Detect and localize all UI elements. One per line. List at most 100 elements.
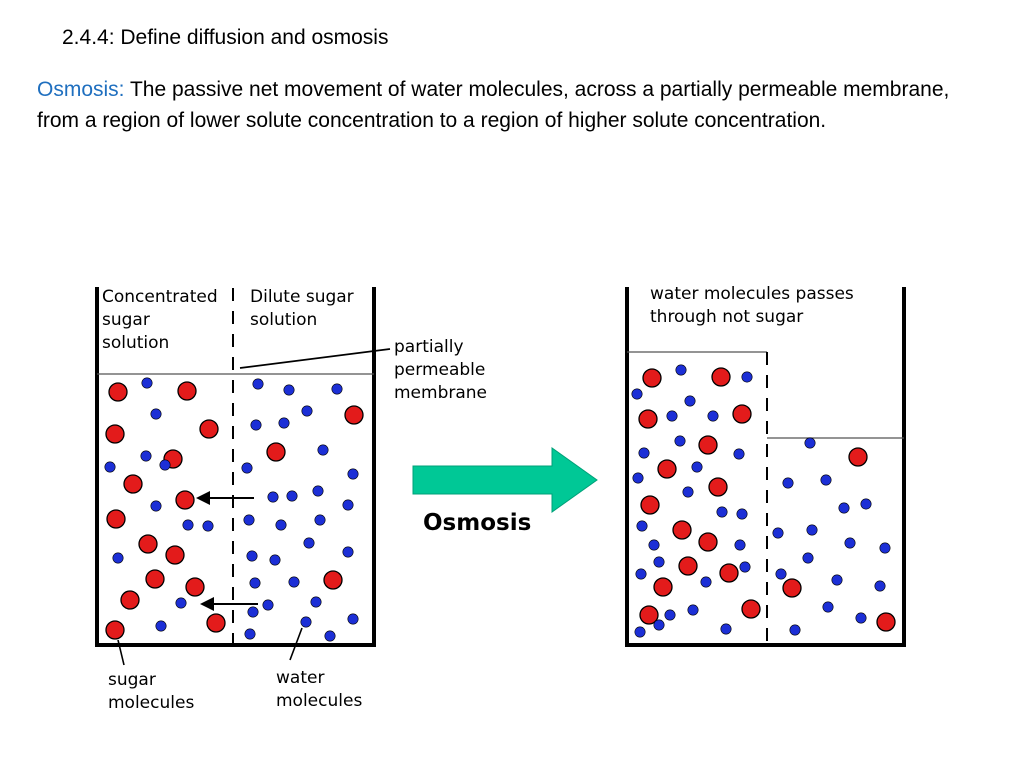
water-molecules-label: water molecules (276, 668, 362, 711)
water-molecule (802, 552, 814, 564)
sugar-molecule (206, 613, 226, 633)
water-molecule (682, 486, 694, 498)
right-molecules (631, 364, 896, 638)
water-molecule (303, 537, 315, 549)
water-molecule (141, 377, 153, 389)
sugar-molecule (642, 368, 662, 388)
left-beaker: Concentrated sugar solution Dilute sugar… (95, 287, 491, 713)
water-molecule (707, 410, 719, 422)
water-molecule (155, 620, 167, 632)
sugar-molecule (741, 599, 761, 619)
water-molecule (716, 506, 728, 518)
sugar-pointer-line (117, 639, 125, 666)
water-molecule (775, 568, 787, 580)
sugar-molecule (639, 605, 659, 625)
water-molecule (664, 609, 676, 621)
sugar-molecule (108, 382, 128, 402)
water-molecule (331, 383, 343, 395)
sugar-molecule (145, 569, 165, 589)
osmosis-definition-text: The passive net movement of water molecu… (37, 78, 950, 132)
water-molecule (631, 388, 643, 400)
water-molecule (653, 619, 665, 631)
sugar-molecule (657, 459, 677, 479)
water-molecule (634, 626, 646, 638)
osmosis-term: Osmosis: (37, 78, 125, 101)
water-molecule (720, 623, 732, 635)
osmosis-arrow-label: Osmosis (423, 510, 531, 536)
water-molecule (838, 502, 850, 514)
sugar-molecule (138, 534, 158, 554)
membrane-label: partially permeable membrane (394, 337, 491, 403)
water-molecule (347, 613, 359, 625)
sugar-molecule (185, 577, 205, 597)
sugar-molecule (732, 404, 752, 424)
sugar-molecule (698, 435, 718, 455)
water-molecule (347, 468, 359, 480)
osmosis-definition: Osmosis: The passive net movement of wat… (37, 74, 987, 136)
water-molecule (314, 514, 326, 526)
water-molecule (789, 624, 801, 636)
water-molecule (804, 437, 816, 449)
water-molecule (674, 435, 686, 447)
water-molecule (275, 519, 287, 531)
water-molecule (267, 491, 279, 503)
sugar-molecule (653, 577, 673, 597)
water-molecule (175, 597, 187, 609)
sugar-molecule (323, 570, 343, 590)
water-molecule (879, 542, 891, 554)
water-molecule (182, 519, 194, 531)
water-molecule (855, 612, 867, 624)
sugar-molecule (266, 442, 286, 462)
water-flow-arrows (196, 491, 258, 611)
sugar-molecule (711, 367, 731, 387)
sugar-molecule (708, 477, 728, 497)
water-molecule (249, 577, 261, 589)
water-molecule (301, 405, 313, 417)
water-molecule (734, 539, 746, 551)
membrane-pointer-line (239, 348, 391, 369)
water-molecule (666, 410, 678, 422)
sugar-molecule (719, 563, 739, 583)
water-molecule (860, 498, 872, 510)
water-molecule (874, 580, 886, 592)
water-molecule (675, 364, 687, 376)
sugar-molecule (698, 532, 718, 552)
sugar-molecule (678, 556, 698, 576)
water-molecule (342, 546, 354, 558)
water-molecule (112, 552, 124, 564)
osmosis-arrow: Osmosis (412, 447, 598, 536)
water-molecule (317, 444, 329, 456)
sugar-molecule (120, 590, 140, 610)
water-molecule (202, 520, 214, 532)
sugar-molecule (848, 447, 868, 467)
water-molecule (638, 447, 650, 459)
water-molecule (806, 524, 818, 536)
water-molecule (262, 599, 274, 611)
water-molecule (252, 378, 264, 390)
water-molecule (310, 596, 322, 608)
water-molecule (312, 485, 324, 497)
water-molecule (822, 601, 834, 613)
water-molecule (342, 499, 354, 511)
sugar-molecule (344, 405, 364, 425)
water-molecule (687, 604, 699, 616)
concentrated-label: Concentrated sugar solution (102, 287, 223, 353)
water-molecule (244, 628, 256, 640)
right-beaker: water molecules passes through not sugar (625, 284, 906, 647)
right-beaker-outline (625, 287, 906, 647)
water-molecule (648, 539, 660, 551)
sugar-molecule (106, 509, 126, 529)
water-molecule (736, 508, 748, 520)
water-molecule (247, 606, 259, 618)
water-molecule (324, 630, 336, 642)
water-molecule (283, 384, 295, 396)
osmosis-arrow-shape (412, 447, 598, 513)
sugar-molecule (123, 474, 143, 494)
sugar-molecule (105, 620, 125, 640)
sugar-molecule (876, 612, 896, 632)
water-molecule (691, 461, 703, 473)
water-molecule (288, 576, 300, 588)
water-molecule (653, 556, 665, 568)
water-molecule (820, 474, 832, 486)
